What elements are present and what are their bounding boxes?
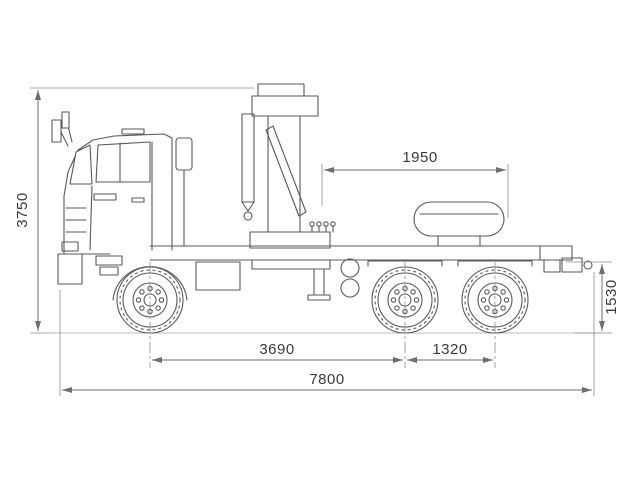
dimension-bogie-spacing: 1320: [407, 341, 493, 363]
rear-hitch: [539, 245, 593, 273]
dim-label-bogie-spacing: 1320: [432, 341, 467, 358]
dim-label-overall-length: 7800: [309, 371, 344, 388]
truck-drawing: [51, 83, 593, 334]
air-intake-stack: [175, 137, 193, 247]
fifth-wheel-saddle: [413, 201, 505, 247]
mudguards: [367, 260, 533, 267]
dimension-overall-height: 3750: [14, 87, 254, 334]
crane-manipulator: [241, 83, 336, 301]
toolbox: [195, 261, 241, 291]
outrigger-beam: [251, 259, 331, 270]
axle-centerlines: [149, 262, 496, 368]
chassis-frame: [149, 245, 573, 261]
dim-label-saddle-height: 1530: [603, 279, 620, 314]
dimension-upper-span: 1950: [321, 149, 509, 218]
dimension-saddle-height: 1530: [566, 261, 620, 334]
crane-hook: [243, 211, 253, 221]
outrigger-leg: [313, 268, 325, 296]
dimension-wheelbase: 3690: [152, 341, 403, 363]
air-tanks: [340, 258, 360, 298]
outrigger-foot: [307, 294, 331, 301]
dimension-overall-length: 7800: [59, 272, 595, 396]
dim-label-overall-height: 3750: [14, 192, 31, 227]
cab: [51, 111, 188, 301]
dim-label-upper-span: 1950: [402, 149, 437, 166]
dim-label-wheelbase: 3690: [259, 341, 294, 358]
